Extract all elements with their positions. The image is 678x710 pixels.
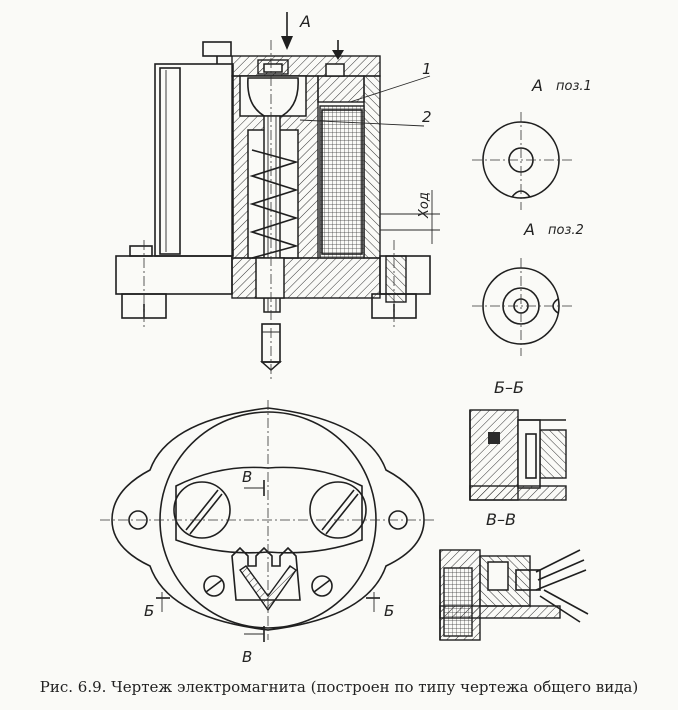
- label-cut-v-bottom: В: [242, 648, 253, 666]
- label-view-a-pos2: A: [524, 220, 535, 239]
- view-a-pos1: [472, 112, 572, 210]
- view-a-pos2: [472, 258, 572, 356]
- label-section-vv: В–В: [486, 510, 516, 529]
- section-vv: [439, 549, 589, 641]
- figure-caption: Рис. 6.9. Чертеж электромагнита (построе…: [39, 678, 639, 696]
- label-cut-v-top: В: [242, 468, 253, 486]
- label-cut-b-left: Б: [144, 602, 155, 620]
- label-view-a: A: [300, 12, 311, 31]
- label-part-2: 2: [422, 108, 432, 126]
- label-pos2: поз.2: [548, 223, 584, 238]
- label-cut-b-right: Б: [384, 602, 395, 620]
- main-section-view: [115, 12, 440, 382]
- label-stroke: Ход: [417, 192, 432, 218]
- label-part-1: 1: [422, 60, 432, 78]
- label-pos1: поз.1: [556, 79, 592, 94]
- section-bb: [469, 409, 567, 501]
- plan-view: [100, 400, 436, 642]
- label-view-a-pos1: A: [532, 76, 543, 95]
- label-section-bb: Б–Б: [494, 378, 524, 397]
- technical-drawing: [100, 12, 589, 642]
